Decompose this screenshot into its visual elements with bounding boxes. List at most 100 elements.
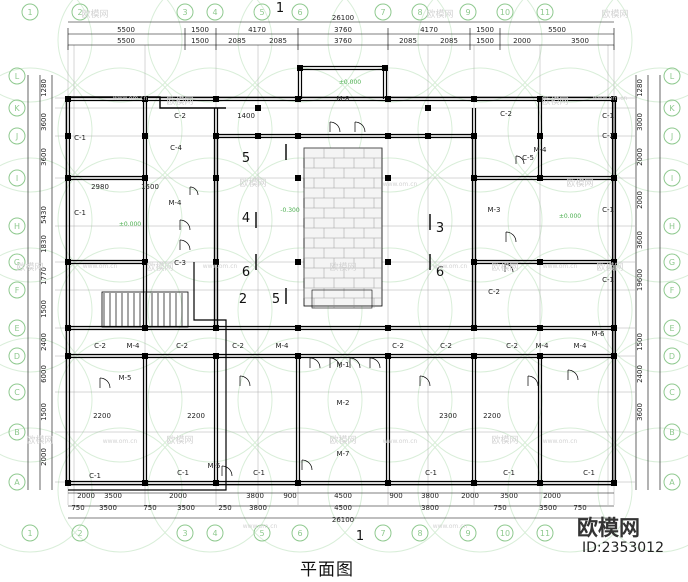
door-swing-arc — [179, 219, 191, 231]
watermark-circle — [507, 0, 633, 103]
axis-bubble-bottom-label: 8 — [417, 529, 422, 538]
column — [471, 175, 477, 181]
inner-dimension: 1400 — [237, 112, 255, 120]
column — [142, 133, 148, 139]
column — [295, 133, 301, 139]
axis-bubble-top-label: 7 — [380, 8, 385, 17]
axis-bubble-bottom-label: 2 — [77, 529, 82, 538]
door-swing-arc — [527, 375, 539, 387]
dimension-left: 3600 — [40, 113, 48, 131]
section-mark: 4 — [242, 211, 250, 226]
dimension-bottom-row2: 3800 — [421, 504, 439, 512]
axis-bubble-bottom — [21, 524, 39, 542]
brand-logo-text: 欧模网 — [577, 516, 640, 540]
column — [295, 175, 301, 181]
column — [213, 353, 219, 359]
column — [213, 133, 219, 139]
column — [385, 175, 391, 181]
axis-bubble-bottom-label: 5 — [259, 529, 264, 538]
axis-bubble-top — [176, 3, 194, 21]
watermark-texts: 欧模网欧模网欧模网欧模网欧模网欧模网欧模网欧模网欧模网欧模网欧模网欧模网欧模网欧… — [16, 8, 628, 530]
axis-bubble-bottom — [176, 524, 194, 542]
watermark-circle — [507, 247, 633, 373]
room-label: C-2 — [506, 342, 518, 350]
inner-dimension: 2980 — [91, 183, 109, 191]
watermark-url: www.om.cn — [433, 523, 468, 530]
outline-polyline — [68, 262, 227, 491]
watermark-circle — [417, 67, 543, 193]
dimension-bottom-row1: 3500 — [104, 492, 122, 500]
axis-bubble-top-label: 3 — [182, 8, 187, 17]
column — [255, 133, 261, 139]
dimension-top-row2: 2085 — [269, 37, 287, 45]
column — [471, 259, 477, 265]
dimension-bottom-row2: 750 — [493, 504, 506, 512]
axis-bubble-right — [663, 127, 681, 145]
room-label: M-2 — [336, 399, 349, 407]
column — [297, 65, 303, 71]
axis-bubble-top — [291, 3, 309, 21]
dimension-total-bottom: 26100 — [332, 516, 354, 524]
axis-bubble-bottom — [496, 524, 514, 542]
dimension-bottom-row1: 2000 — [461, 492, 479, 500]
axis-bubble-bottom — [411, 524, 429, 542]
axis-bubble-top-label: 5 — [259, 8, 264, 17]
dimension-bottom-row2: 3500 — [177, 504, 195, 512]
axis-bubble-bottom-label: 11 — [540, 529, 550, 538]
axis-bubble-right — [663, 281, 681, 299]
room-label: C-1 — [425, 469, 437, 477]
axis-bubble-right — [663, 319, 681, 337]
axis-bubble-right-label: J — [670, 132, 673, 141]
axis-bubble-top-label: 9 — [465, 8, 470, 17]
axis-bubble-right — [663, 253, 681, 271]
watermark-circle — [57, 0, 183, 103]
dimension-left: 1280 — [40, 79, 48, 97]
watermark-url: www.om.cn — [383, 181, 418, 188]
watermark-circle — [147, 337, 273, 463]
axis-bubble-top — [496, 3, 514, 21]
room-label: M-6 — [591, 330, 605, 338]
axis-bubble-left — [8, 67, 26, 85]
room-label: C-1 — [177, 469, 189, 477]
dimension-top-row2: 2085 — [399, 37, 417, 45]
column — [255, 105, 261, 111]
watermark-circle — [507, 67, 633, 193]
dimension-right: 1500 — [636, 333, 644, 351]
column — [385, 480, 391, 486]
dimension-bottom-row1: 4500 — [334, 492, 352, 500]
room-label: C-4 — [170, 144, 182, 152]
watermark-text: 欧模网 — [239, 177, 266, 189]
room-label: M-8 — [336, 95, 349, 103]
dimension-right: 2000 — [636, 148, 644, 166]
dimension-left: 6000 — [40, 365, 48, 383]
column — [142, 175, 148, 181]
door-swing-arc — [369, 357, 381, 369]
column — [65, 325, 71, 331]
room-label: M-4 — [573, 342, 587, 350]
watermark-circle — [147, 0, 273, 103]
dimension-left: 1830 — [40, 235, 48, 253]
dimension-top-row2: 5500 — [117, 37, 135, 45]
dimension-right: 2400 — [636, 365, 644, 383]
watermark-url: www.om.cn — [543, 263, 578, 270]
staircase — [101, 291, 189, 328]
axis-bubble-right — [663, 169, 681, 187]
axis-bubble-left — [8, 169, 26, 187]
door-swing-arc — [189, 186, 199, 196]
image-id-label: ID:2353012 — [582, 540, 664, 556]
axis-bubble-top — [71, 3, 89, 21]
axis-bubble-left-label: I — [16, 174, 18, 183]
dimension-bottom-row1: 3800 — [421, 492, 439, 500]
door-swing-arc — [567, 369, 579, 381]
section-mark: 3 — [436, 221, 444, 236]
room-label: C-1 — [253, 469, 265, 477]
room-label: C-1 — [602, 206, 614, 214]
column — [611, 259, 617, 265]
column — [537, 353, 543, 359]
dimension-bottom-row1: 2000 — [543, 492, 561, 500]
dimension-top-row2: 3500 — [571, 37, 589, 45]
dimension-left: 2000 — [40, 448, 48, 466]
watermark-text: 欧模网 — [16, 261, 43, 273]
axis-bubble-top-label: 8 — [417, 8, 422, 17]
